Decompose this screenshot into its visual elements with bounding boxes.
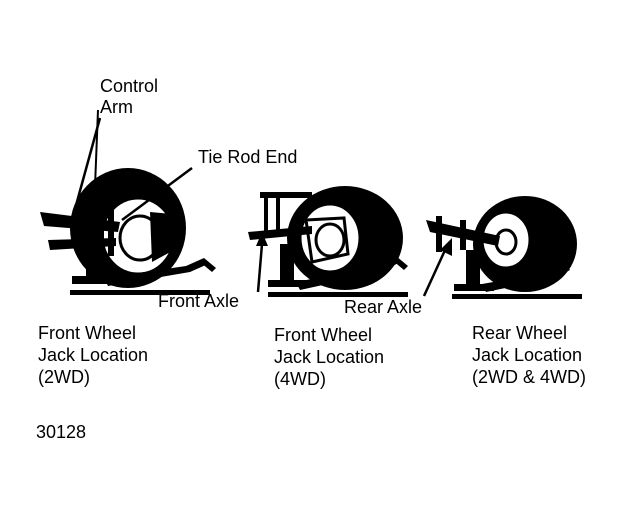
caption-front-2wd: Front Wheel Jack Location (2WD): [38, 323, 149, 387]
rear-axle-label: Rear Axle: [344, 297, 423, 317]
rear-axle-leader: [422, 247, 448, 297]
front-axle-label: Front Axle: [158, 291, 240, 311]
tie-rod-end-label: Tie Rod End: [198, 147, 298, 167]
front-2wd-jack: [86, 238, 100, 280]
tie-rod-end-leader: [121, 166, 193, 222]
rear-illustration: [426, 196, 582, 299]
front-axle-leader: [256, 243, 264, 293]
front-4wd-jack: [280, 244, 294, 284]
control-arm-label: Control Arm: [100, 76, 159, 117]
rear-jack: [466, 250, 480, 288]
caption-rear: Rear Wheel Jack Location (2WD & 4WD): [472, 323, 586, 387]
control-arm-leader: [70, 117, 102, 221]
figure-number: 30128: [36, 422, 87, 442]
caption-front-4wd: Front Wheel Jack Location (4WD): [274, 325, 385, 389]
front-4wd-illustration: [248, 186, 408, 297]
front-2wd-illustration: [40, 168, 216, 295]
